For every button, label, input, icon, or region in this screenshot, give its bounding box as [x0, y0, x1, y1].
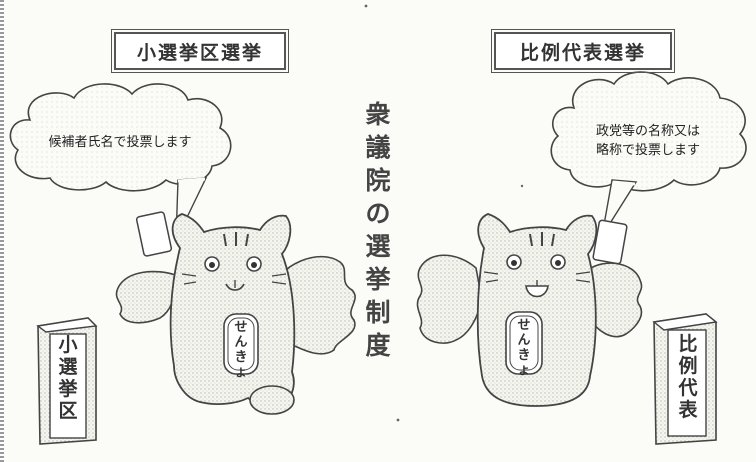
vertical-char: 挙 [58, 378, 78, 400]
speech-left-text: 候補者氏名で投票します [48, 135, 192, 150]
vertical-char: せ [234, 320, 248, 335]
vertical-char: き [234, 350, 248, 365]
vertical-char: ん [517, 333, 531, 348]
page-title-vertical: 衆議院の選挙制度 [358, 98, 398, 362]
vertical-char: 選 [365, 232, 391, 261]
vertical-char: 代 [678, 377, 698, 399]
ballot-box-label-right: 比例代表 [676, 333, 700, 421]
speech-right-text: 政党等の名称又は 略称で投票します [560, 122, 736, 160]
vertical-char: 選 [58, 356, 78, 378]
ballot-box-label-left: 小選挙区 [56, 334, 80, 422]
mascot-badge-right: せんきょ [513, 318, 535, 378]
left-edge-divider [0, 0, 4, 462]
mascot-badge-left: せんきょ [230, 320, 252, 380]
vertical-char: の [365, 199, 391, 228]
vertical-char: 区 [58, 400, 78, 422]
heading-single-seat: 小選挙区選挙 [111, 29, 289, 73]
vertical-char: 制 [365, 298, 391, 327]
ballot-box-right [652, 313, 718, 445]
heading-proportional: 比例代表選挙 [491, 29, 675, 73]
vertical-char: き [517, 348, 531, 363]
vertical-char: 例 [678, 355, 698, 377]
stray-dot [364, 4, 368, 8]
vertical-char: 院 [365, 166, 391, 195]
speech-right-line1: 政党等の名称又は [595, 124, 700, 139]
vertical-char: 比 [678, 333, 698, 355]
mascot-left [115, 211, 356, 415]
speech-right-line2: 略称で投票します [595, 143, 700, 158]
vertical-char: 小 [58, 334, 78, 356]
vertical-char: 挙 [365, 265, 391, 294]
vertical-char: 表 [678, 399, 698, 421]
vertical-char: せ [517, 318, 531, 333]
vertical-char: ん [234, 335, 248, 350]
vertical-char: 衆 [365, 100, 391, 129]
speech-bubble-left [9, 83, 232, 241]
vertical-char: ょ [517, 363, 531, 378]
vertical-char: 議 [365, 133, 391, 162]
ballot-box-left [36, 317, 98, 445]
mascot-right [416, 213, 643, 407]
vertical-char: 度 [365, 331, 391, 360]
vertical-char: ょ [234, 365, 248, 380]
